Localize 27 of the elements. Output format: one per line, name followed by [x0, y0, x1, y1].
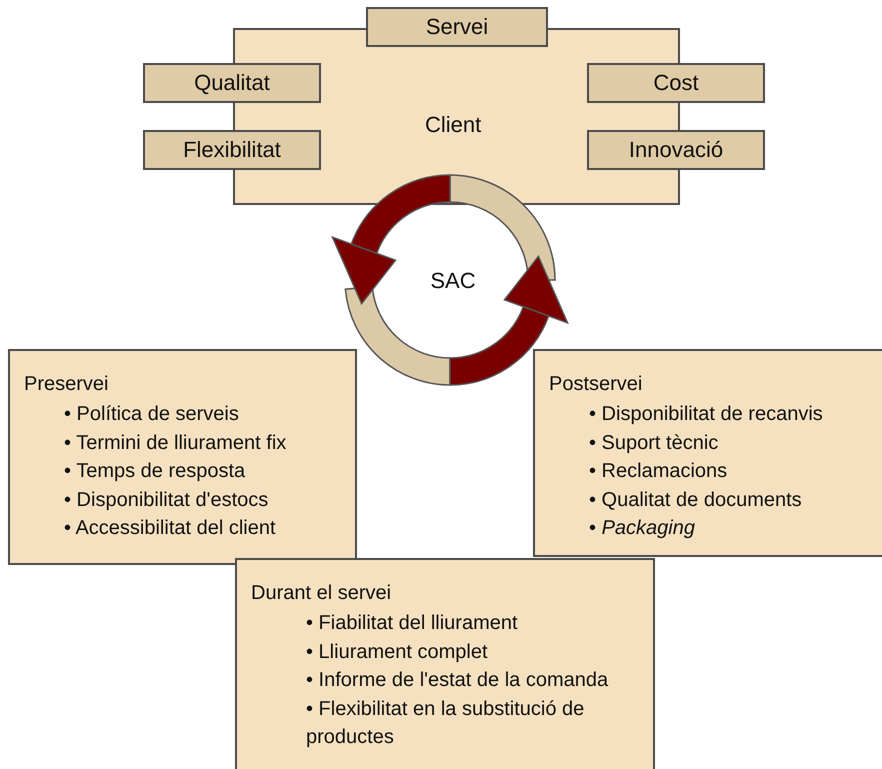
panel-heading: Postservei	[549, 373, 644, 396]
category-panel	[235, 558, 655, 769]
list-item: • Informe de l'estat de la comanda	[306, 668, 610, 693]
panel-heading: Durant el servei	[251, 582, 392, 605]
panel-heading: Preservei	[24, 373, 110, 396]
category-box: Innovació	[587, 130, 765, 170]
category-panel	[533, 349, 882, 557]
panel-title: Client	[425, 112, 482, 138]
category-box: Flexibilitat	[143, 130, 321, 170]
list-item: • Qualitat de documents	[589, 488, 803, 512]
list-item: • Disponibilitat de recanvis	[589, 402, 824, 427]
list-item: • Termini de lliurament fix	[64, 430, 288, 456]
category-box: Qualitat	[143, 63, 321, 103]
list-item: • Temps de resposta	[64, 459, 246, 484]
category-panel	[8, 349, 357, 565]
list-item: • Packaging	[589, 516, 696, 541]
list-item: • Política de serveis	[64, 402, 240, 427]
list-item: • Flexibilitat en la substitució de productes	[306, 696, 586, 750]
category-box: Cost	[587, 63, 765, 103]
list-item: • Reclamacions	[589, 459, 728, 484]
list-item: • Accessibilitat del client	[64, 516, 277, 541]
list-item: • Suport tècnic	[589, 430, 720, 456]
category-box: Servei	[366, 7, 548, 47]
cycle-label: SAC	[415, 268, 491, 294]
list-item: • Lliurament complet	[306, 640, 489, 664]
list-item: • Fiabilitat del lliurament	[306, 611, 519, 636]
list-item: • Disponibilitat d'estocs	[64, 488, 270, 512]
